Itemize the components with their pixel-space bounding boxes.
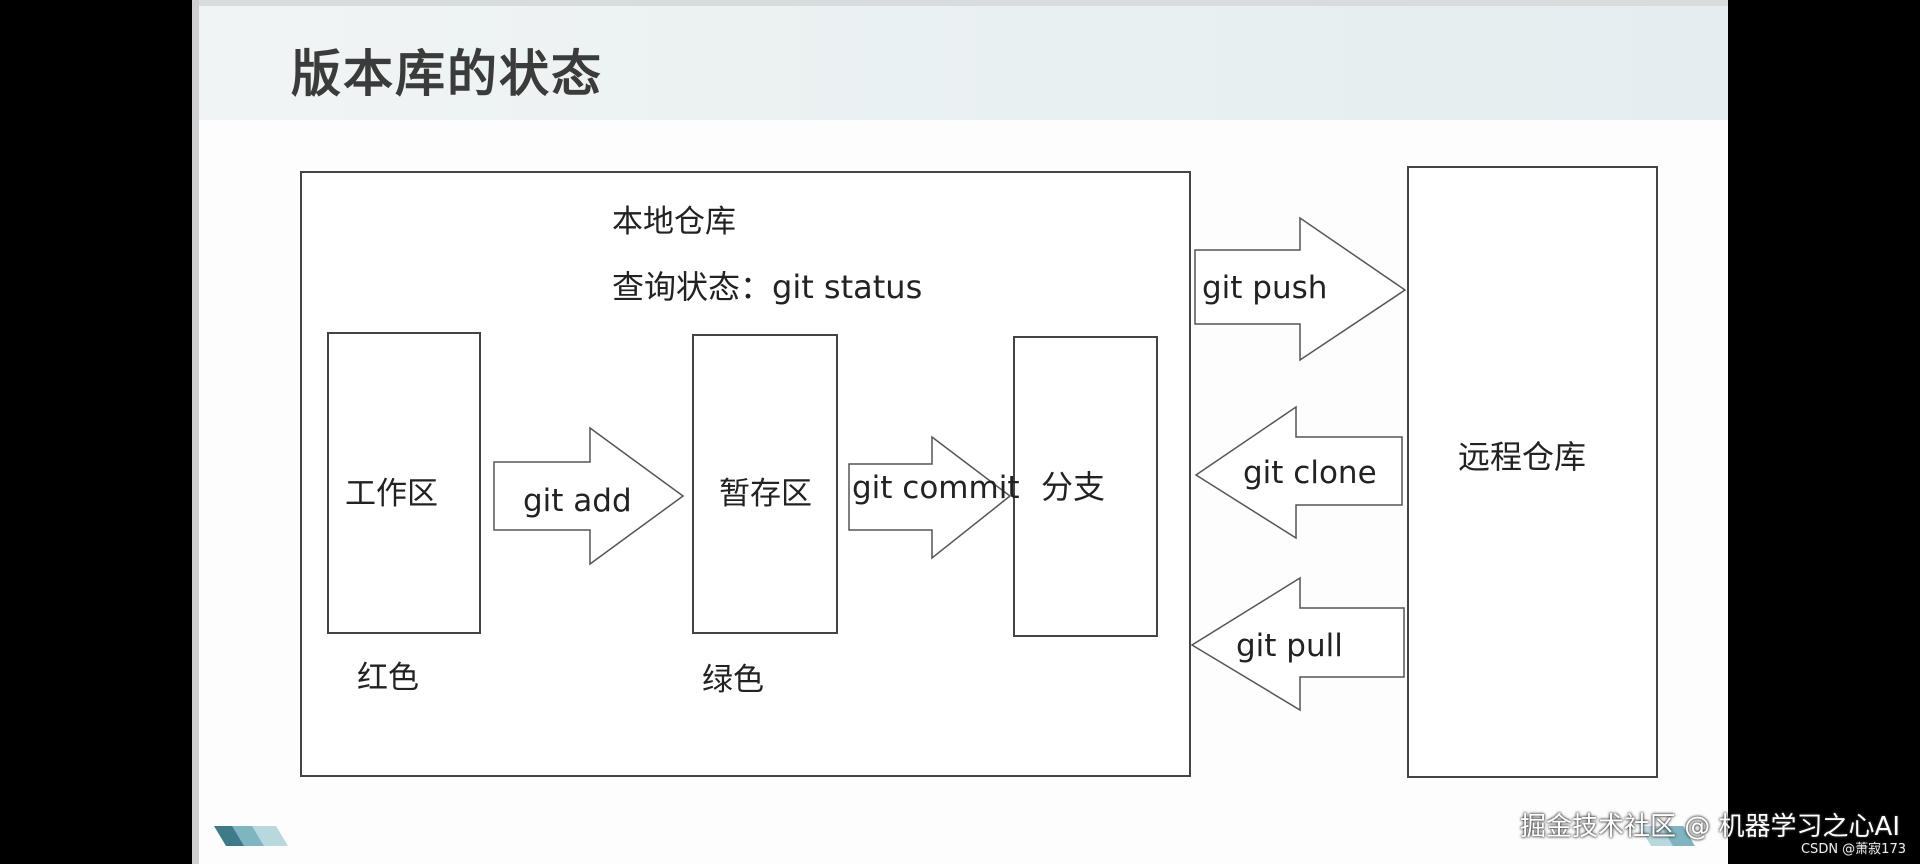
staging-area-box [692,334,838,634]
remote-repo-label: 远程仓库 [1458,438,1587,476]
staging-area-color-label: 绿色 [702,662,764,698]
git-pull-label: git pull [1236,628,1343,664]
git-clone-label: git clone [1243,455,1377,491]
watermark-source: CSDN @萧寂173 [1800,842,1906,857]
git-add-arrow [493,426,685,566]
slide-top-border [192,0,1728,6]
slide-title: 版本库的状态 [291,45,603,103]
git-pull-arrow [1190,576,1405,712]
staging-area-label: 暂存区 [719,476,812,512]
working-area-box [327,332,481,634]
slide-left-border [192,0,199,864]
slide: 版本库的状态 本地仓库 查询状态：git status 工作区 红色 暂存区 绿… [192,0,1728,864]
git-commit-arrow [848,435,1012,560]
git-clone-arrow [1194,405,1403,540]
local-repo-label: 本地仓库 [612,204,736,240]
query-status-label: 查询状态：git status [612,268,923,306]
working-area-label: 工作区 [345,476,438,512]
branch-label: 分支 [1041,468,1106,506]
git-add-label: git add [523,483,632,519]
arrows-layer [493,216,1407,712]
watermark-main: 掘金技术社区 @ 机器学习之心AI [1520,812,1900,842]
branch-box [1013,336,1158,637]
working-area-color-label: 红色 [357,660,419,696]
git-push-arrow [1194,216,1407,362]
decor-stripes-left [214,826,288,846]
decor-stripes-right [1639,826,1695,846]
title-band: 版本库的状态 [199,6,1728,120]
remote-repo-box [1407,166,1658,778]
git-push-label: git push [1202,270,1328,306]
git-commit-label: git commit [852,470,1020,506]
